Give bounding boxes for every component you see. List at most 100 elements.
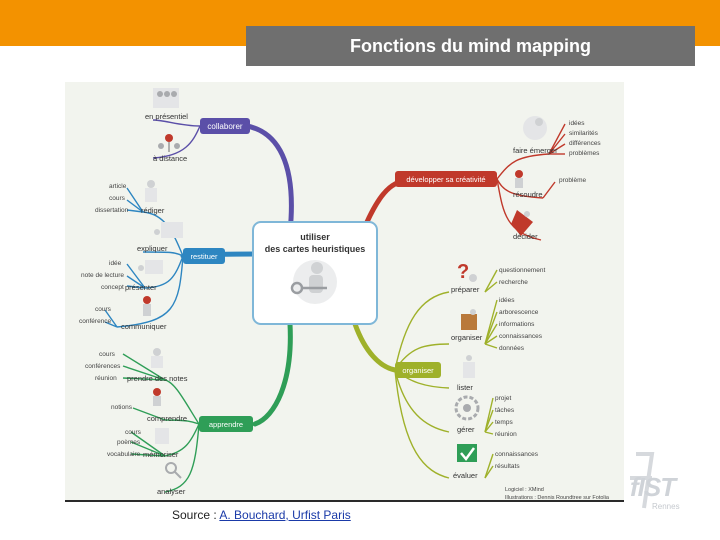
node-developper-label: développer sa créativité <box>406 175 485 184</box>
item-idees: idées <box>569 120 585 127</box>
network-icon <box>158 134 180 152</box>
item-projet: projet <box>495 395 511 402</box>
item-reunion-gerer: réunion <box>495 431 517 438</box>
item-concept: concept <box>101 284 124 291</box>
mindmap-svg: utiliser des cartes heuristiques collabo… <box>79 88 610 501</box>
node-restituer-label: restituer <box>190 252 218 261</box>
item-connaissances-evaluer: connaissances <box>495 451 539 458</box>
node-gerer[interactable]: gérer <box>457 425 475 434</box>
item-cours-memoriser: cours <box>125 429 142 436</box>
node-comprendre[interactable]: comprendre <box>147 414 187 423</box>
item-temps: temps <box>495 419 513 426</box>
node-analyser[interactable]: analyser <box>157 487 186 496</box>
item-problemes: problèmes <box>569 150 600 157</box>
node-organiser[interactable] <box>395 362 441 378</box>
item-taches: tâches <box>495 407 515 414</box>
urfist-logo-text: fIST <box>630 472 676 502</box>
credit-illustrations: Illustrations : Dennis Roundtree sur Fot… <box>505 495 610 501</box>
item-recherche: recherche <box>499 279 528 286</box>
item-cours-rediger: cours <box>109 195 126 202</box>
source-link[interactable]: A. Bouchard, Urfist Paris <box>219 508 351 522</box>
item-note-de-lecture: note de lecture <box>81 272 124 279</box>
item-conference: conférence <box>79 318 112 325</box>
node-collaborer[interactable] <box>200 118 250 134</box>
thinker-figure-icon <box>153 388 161 406</box>
node-en-presentiel[interactable]: en présentiel <box>145 112 188 121</box>
speaker-figure-icon <box>143 296 151 316</box>
item-conferences: conférences <box>85 363 121 370</box>
item-similarites: similarités <box>569 130 599 137</box>
node-preparer[interactable]: préparer <box>451 285 480 294</box>
node-a-distance[interactable]: à distance <box>153 154 187 163</box>
item-questionnement: questionnement <box>499 267 545 274</box>
node-apprendre[interactable] <box>199 416 253 432</box>
node-evaluer[interactable]: évaluer <box>453 471 478 480</box>
node-presenter[interactable]: présenter <box>125 283 157 292</box>
node-faire-emerger[interactable]: faire émerger <box>513 146 558 155</box>
item-reunion-notes: réunion <box>95 375 117 382</box>
item-resultats: résultats <box>495 463 520 470</box>
node-rediger[interactable]: rédiger <box>141 206 165 215</box>
node-prendre-notes[interactable]: prendre des notes <box>127 374 188 383</box>
urfist-logo-mark <box>630 452 655 509</box>
list-figure-icon <box>463 355 475 378</box>
magnifier-figure-icon <box>165 462 182 479</box>
lightbulb-figure-icon <box>523 116 547 140</box>
node-lister[interactable]: lister <box>457 383 473 392</box>
writer-figure-icon <box>145 180 157 202</box>
question-mark-icon: ? <box>457 261 477 283</box>
people-group-icon <box>153 88 179 108</box>
node-restituer[interactable] <box>183 248 225 264</box>
item-cours-notes: cours <box>99 351 116 358</box>
item-poemes: poèmes <box>117 439 141 446</box>
key-figure-icon <box>290 260 337 304</box>
item-donnees: données <box>499 345 525 352</box>
credit-software: Logiciel : XMind <box>505 487 544 493</box>
item-differences: différences <box>569 140 601 147</box>
central-node-line2: des cartes heuristiques <box>265 244 366 254</box>
node-resoudre[interactable]: résoudre <box>513 190 543 199</box>
source-citation: Source : A. Bouchard, Urfist Paris <box>172 508 351 522</box>
gears-icon <box>454 395 480 421</box>
node-memoriser[interactable]: mémoriser <box>143 450 179 459</box>
presenter-figure-icon <box>138 260 163 274</box>
central-node-line1: utiliser <box>300 232 330 242</box>
memory-figure-icon <box>155 428 169 444</box>
item-idees-organiser: idées <box>499 297 515 304</box>
item-article: article <box>109 183 127 190</box>
branch-line-apprendre <box>252 321 293 427</box>
developper-sublines <box>496 123 566 241</box>
node-organiser-sub[interactable]: organiser <box>451 333 483 342</box>
item-dissertation: dissertation <box>95 207 129 214</box>
node-developper[interactable] <box>395 171 497 187</box>
item-idee: idée <box>109 260 122 267</box>
node-apprendre-label: apprendre <box>209 420 243 429</box>
branch-line-organiser <box>352 321 398 373</box>
node-expliquer[interactable]: expliquer <box>137 244 168 253</box>
item-probleme: problème <box>559 177 586 184</box>
item-connaissances-organiser: connaissances <box>499 333 543 340</box>
urfist-logo: fIST Rennes <box>622 448 702 522</box>
item-informations: informations <box>499 321 535 328</box>
item-arborescence: arborescence <box>499 309 539 316</box>
item-vocabulaire: vocabulaire <box>107 451 141 458</box>
item-notions: notions <box>111 404 133 411</box>
node-collaborer-label: collaborer <box>207 122 242 131</box>
decision-figure-icon <box>511 210 533 236</box>
notetaker-figure-icon <box>151 348 163 368</box>
item-cours-communiquer: cours <box>95 306 112 313</box>
node-organiser-label: organiser <box>402 366 434 375</box>
apprendre-sublines <box>122 353 200 493</box>
checkmark-icon <box>457 444 477 462</box>
branch-line-collaborer <box>244 123 294 235</box>
mindmap-diagram: utiliser des cartes heuristiques collabo… <box>65 82 624 502</box>
source-prefix: Source : <box>172 508 220 522</box>
node-decider[interactable]: décider <box>513 232 538 241</box>
node-communiquer[interactable]: communiquer <box>121 322 167 331</box>
page-title: Fonctions du mind mapping <box>246 26 695 66</box>
person-figure-icon <box>515 170 523 188</box>
urfist-logo-city: Rennes <box>652 502 680 511</box>
svg-text:?: ? <box>457 261 469 283</box>
board-figure-icon <box>154 222 183 238</box>
collaborer-sublines <box>152 119 201 159</box>
